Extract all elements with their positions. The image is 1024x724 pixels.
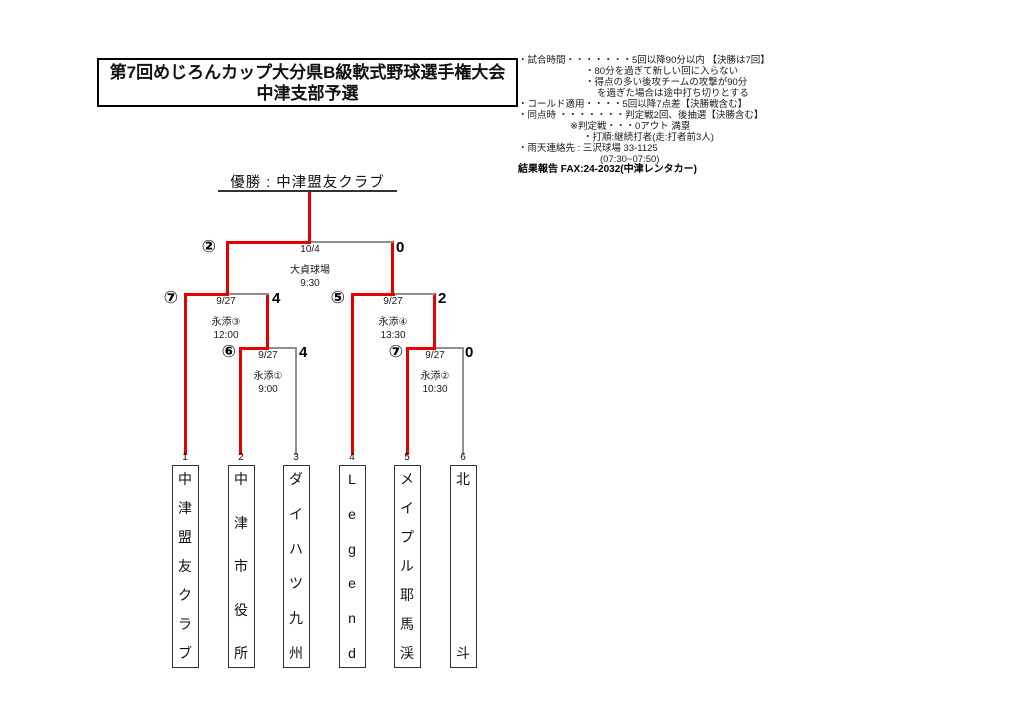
bracket-line-round1left-winner-vertical — [266, 293, 269, 350]
note-game-time-3: ・得点の多い後攻チームの攻撃が90分 — [585, 77, 748, 88]
round1left-score-left: ⑥ — [221, 342, 236, 361]
team-box: 中津市役所 — [227, 465, 255, 668]
note-judge-rule: ※判定戦・・・0アウト 満塁 — [570, 121, 691, 132]
final-score-right: 0 — [396, 239, 405, 256]
bracket-line-semileft-bar-left — [184, 293, 229, 296]
note-tie-rule: ・同点時 ・・・・・・・判定戦2回、後抽選【決勝含む】 — [518, 110, 764, 121]
semileft-venue: 永添③ — [211, 317, 241, 328]
team-seed: 1 — [182, 452, 188, 463]
team-column-1: 1 中津盟友クラブ — [163, 452, 207, 668]
bracket-line-team6-vertical — [462, 347, 464, 455]
team-column-5: 5 メイプル耶馬渓 — [385, 452, 429, 668]
note-rain-contact: ・雨天連絡先 : 三沢球場 33-1125 — [518, 143, 658, 154]
final-date: 10/4 — [300, 244, 320, 255]
round1right-score-right: 0 — [465, 344, 474, 361]
round1left-time: 9:00 — [258, 384, 278, 395]
round1left-score-right: 4 — [299, 344, 308, 361]
bracket-line-round1right-bar-right — [436, 347, 464, 349]
round1right-time: 10:30 — [422, 384, 448, 395]
round1right-date: 9/27 — [425, 350, 445, 361]
final-score-left: ② — [201, 237, 216, 256]
semiright-venue: 永添④ — [378, 317, 408, 328]
final-time: 9:30 — [300, 278, 320, 289]
tournament-subtitle: 中津支部予選 — [256, 83, 359, 103]
team-box: メイプル耶馬渓 — [393, 465, 421, 668]
round1left-venue: 永添① — [253, 371, 283, 382]
tournament-title: 第7回めじろんカップ大分県B級軟式野球選手権大会 — [109, 62, 506, 82]
bracket-line-round1left-bar-left — [239, 347, 269, 350]
bracket-line-team3-vertical — [295, 347, 297, 455]
note-game-time: ・試合時間・・・・・・・5回以降90分以内 【決勝は7回】 — [518, 55, 770, 66]
team-column-6: 6 北斗 — [441, 452, 485, 668]
bracket-line-team2-vertical — [239, 347, 242, 455]
team-seed: 6 — [460, 452, 466, 463]
bracket-line-final-bar-left — [226, 241, 311, 244]
semileft-score-left: ⑦ — [163, 288, 178, 307]
bracket-line-semileft-bar-right — [229, 293, 269, 295]
team-seed: 3 — [293, 452, 299, 463]
round1right-score-left: ⑦ — [388, 342, 403, 361]
semiright-time: 13:30 — [380, 330, 406, 341]
bracket-line-final-right-vertical — [391, 241, 394, 296]
note-rain-contact-time: (07:30~07:50) — [600, 154, 660, 165]
note-game-time-4: を過ぎた場合は途中打ち切りとする — [597, 88, 749, 99]
bracket-line-team5-vertical — [406, 347, 409, 455]
team-column-3: 3 ダイハツ九州 — [274, 452, 318, 668]
team-column-2: 2 中津市役所 — [219, 452, 263, 668]
bracket-line-champion-vertical — [308, 192, 311, 242]
team-seed: 2 — [238, 452, 244, 463]
team-box: ダイハツ九州 — [282, 465, 310, 668]
semiright-date: 9/27 — [383, 296, 403, 307]
team-box: 北斗 — [449, 465, 477, 668]
note-game-time-2: ・80分を過ぎて新しい回に入らない — [585, 66, 739, 77]
champion-label: 優勝 : 中津盟友クラブ — [230, 175, 385, 191]
team-box: 中津盟友クラブ — [171, 465, 199, 668]
tournament-title-box: 第7回めじろんカップ大分県B級軟式野球選手権大会 中津支部予選 — [97, 58, 518, 107]
semiright-score-left: ⑤ — [330, 288, 345, 307]
team-seed: 5 — [404, 452, 410, 463]
bracket-line-round1left-bar-right — [269, 347, 297, 349]
note-cold-rule: ・コールド適用・・・・5回以降7点差【決勝戦含む】 — [518, 99, 748, 110]
round1left-date: 9/27 — [258, 350, 278, 361]
bracket-line-round1right-winner-vertical — [433, 293, 436, 350]
bracket-line-team4-vertical — [351, 293, 354, 455]
note-batting-order: ・打順:継続打者(走:打者前3人) — [583, 132, 714, 143]
bracket-line-final-bar-right — [311, 241, 393, 243]
round1right-venue: 永添② — [420, 371, 450, 382]
bracket-line-semiright-bar-left — [351, 293, 395, 296]
champion-underline — [218, 190, 397, 192]
semileft-time: 12:00 — [213, 330, 239, 341]
bracket-line-round1right-bar-left — [406, 347, 436, 350]
semiright-score-right: 2 — [438, 290, 447, 307]
semileft-date: 9/27 — [216, 296, 236, 307]
semileft-score-right: 4 — [272, 290, 281, 307]
team-seed: 4 — [349, 452, 355, 463]
final-venue: 大貞球場 — [290, 265, 330, 276]
bracket-line-final-left-vertical — [226, 241, 229, 296]
bracket-line-semiright-bar-right — [395, 293, 435, 295]
note-result-fax: 結果報告 FAX:24-2032(中津レンタカー) — [518, 164, 697, 175]
bracket-line-team1-vertical — [184, 293, 187, 455]
